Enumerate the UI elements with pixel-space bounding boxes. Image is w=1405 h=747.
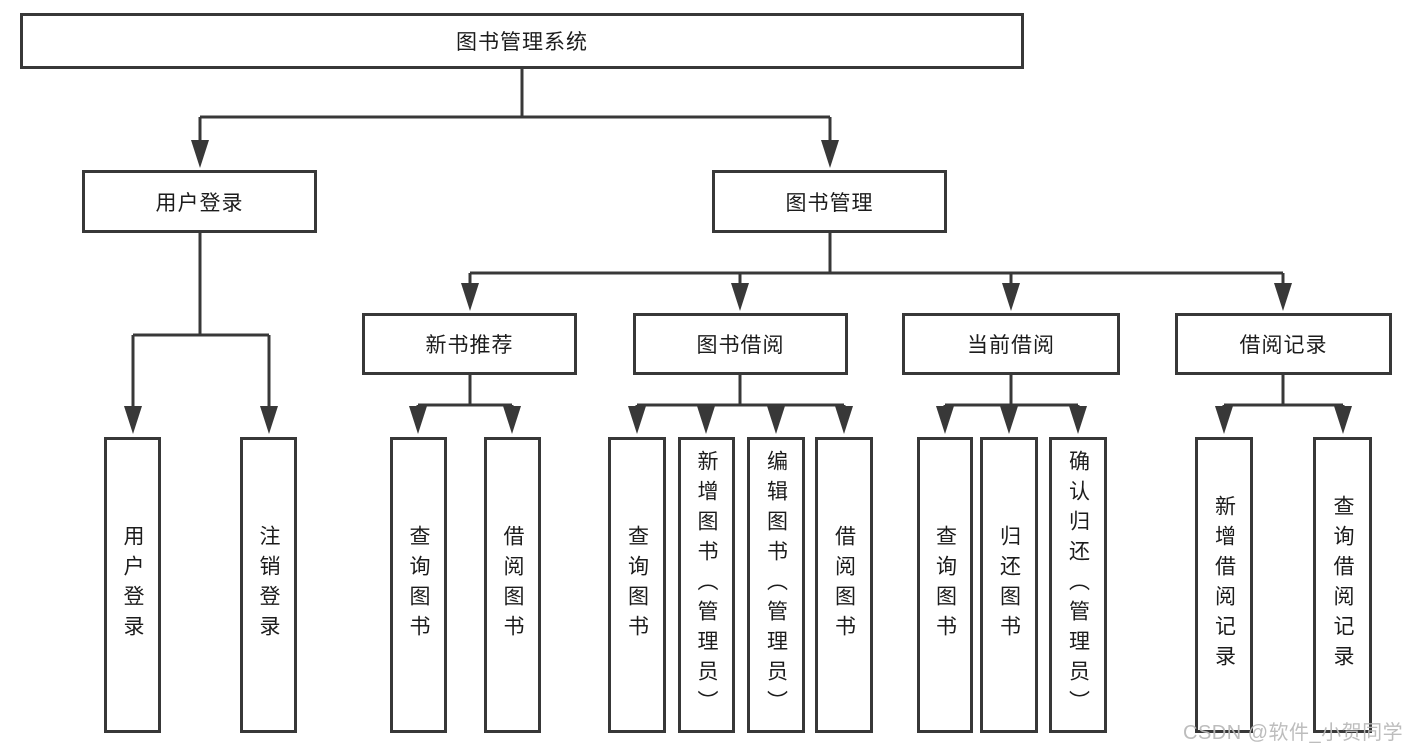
leaf-current-query-books: 查询图书 [917, 437, 973, 733]
leaf-current-confirm-return-admin: 确认归还（管理员） [1049, 437, 1107, 733]
node-book-management: 图书管理 [712, 170, 947, 233]
arrow-down-icon [260, 406, 278, 434]
arrow-down-icon [628, 406, 646, 434]
arrow-down-icon [697, 406, 715, 434]
arrow-down-icon [191, 140, 209, 168]
node-new-book-recommend-label: 新书推荐 [425, 334, 514, 357]
connector-book-management-to-level3 [468, 233, 1285, 285]
arrow-down-icon [821, 140, 839, 168]
node-new-book-recommend: 新书推荐 [362, 313, 577, 375]
leaf-recommend-borrow-books: 借阅图书 [484, 437, 541, 733]
leaf-record-query-borrow-record: 查询借阅记录 [1313, 437, 1372, 733]
arrow-down-icon [1274, 283, 1292, 311]
connector-root-to-level2 [198, 69, 832, 143]
arrow-down-icon [1069, 406, 1087, 434]
arrow-down-icon [936, 406, 954, 434]
arrow-down-icon [1002, 283, 1020, 311]
connector-book-borrow-to-children [635, 375, 846, 408]
leaf-borrow-borrow-books-label: 借阅图书 [832, 525, 856, 645]
leaf-current-return-books: 归还图书 [980, 437, 1038, 733]
node-borrow-record-label: 借阅记录 [1239, 334, 1328, 357]
leaf-borrow-add-books-admin: 新增图书（管理员） [678, 437, 735, 733]
leaf-record-query-borrow-record-label: 查询借阅记录 [1331, 495, 1354, 675]
arrow-down-icon [1000, 406, 1018, 434]
connector-borrow-record-to-children [1222, 375, 1345, 408]
connector-user-login-to-children [131, 233, 271, 408]
leaf-recommend-borrow-books-label: 借阅图书 [501, 525, 524, 645]
arrow-down-icon [835, 406, 853, 434]
node-book-borrow-label: 图书借阅 [696, 334, 785, 357]
arrow-down-icon [1334, 406, 1352, 434]
leaf-logout-label: 注销登录 [257, 525, 280, 645]
leaf-user-login: 用户登录 [104, 437, 161, 733]
leaf-current-return-books-label: 归还图书 [997, 525, 1021, 645]
node-current-borrow: 当前借阅 [902, 313, 1120, 375]
leaf-recommend-query-books-label: 查询图书 [407, 525, 430, 645]
arrow-down-icon [461, 283, 479, 311]
node-book-borrow: 图书借阅 [633, 313, 848, 375]
arrow-down-icon [767, 406, 785, 434]
leaf-logout: 注销登录 [240, 437, 297, 733]
connector-new-book-recommend-to-children [416, 375, 514, 408]
node-book-management-label: 图书管理 [785, 191, 874, 215]
leaf-borrow-edit-books-admin-label: 编辑图书（管理员） [764, 450, 788, 720]
leaf-borrow-borrow-books: 借阅图书 [815, 437, 873, 733]
connector-lines [131, 69, 1345, 408]
leaf-borrow-query-books: 查询图书 [608, 437, 666, 733]
node-root-label: 图书管理系统 [456, 31, 588, 54]
node-user-login-label: 用户登录 [155, 191, 244, 215]
leaf-borrow-edit-books-admin: 编辑图书（管理员） [747, 437, 805, 733]
leaf-recommend-query-books: 查询图书 [390, 437, 447, 733]
arrow-down-icon [124, 406, 142, 434]
leaf-current-query-books-label: 查询图书 [933, 525, 957, 645]
leaf-record-add-borrow-record-label: 新增借阅记录 [1212, 495, 1236, 675]
node-root: 图书管理系统 [20, 13, 1024, 69]
leaf-user-login-label: 用户登录 [121, 525, 144, 645]
leaf-current-confirm-return-admin-label: 确认归还（管理员） [1066, 450, 1090, 720]
leaf-record-add-borrow-record: 新增借阅记录 [1195, 437, 1253, 733]
arrow-down-icon [731, 283, 749, 311]
csdn-watermark: CSDN @软件_小贺同学 [1183, 722, 1404, 744]
arrow-down-icon [409, 406, 427, 434]
arrow-down-icon [503, 406, 521, 434]
leaf-borrow-query-books-label: 查询图书 [625, 525, 649, 645]
leaf-borrow-add-books-admin-label: 新增图书（管理员） [695, 450, 718, 720]
node-borrow-record: 借阅记录 [1175, 313, 1392, 375]
node-user-login: 用户登录 [82, 170, 317, 233]
arrow-down-icon [1215, 406, 1233, 434]
connector-current-borrow-to-children [943, 375, 1080, 408]
node-current-borrow-label: 当前借阅 [967, 334, 1055, 357]
